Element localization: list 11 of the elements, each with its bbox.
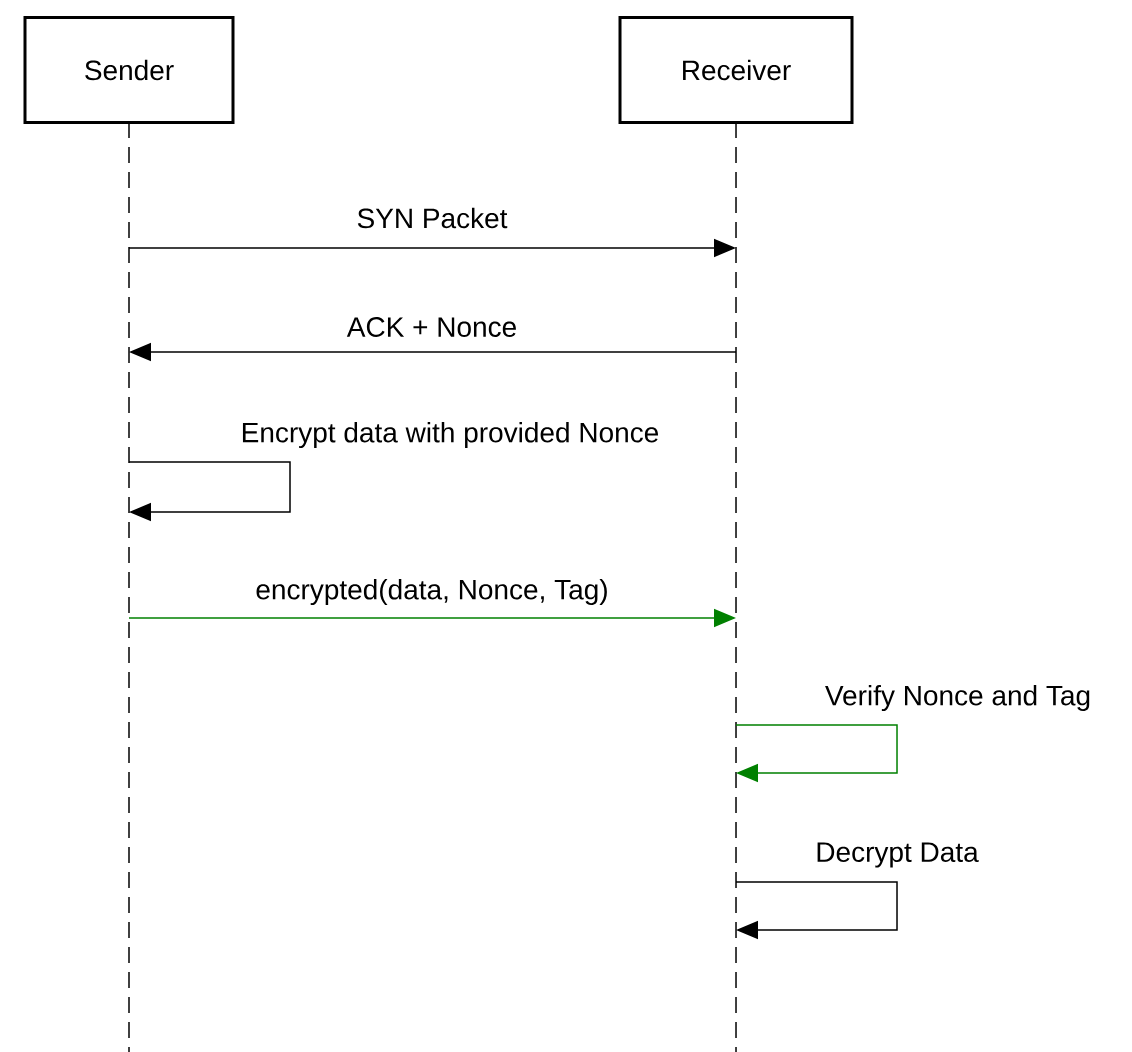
edge-label: Encrypt data with provided Nonce	[242, 421, 658, 449]
arrow	[735, 724, 898, 783]
participant-box: Sender	[23, 16, 235, 124]
participant-box: Receiver	[618, 16, 854, 124]
edge-label: Decrypt Data	[817, 842, 979, 868]
edge-label: Verify Nonce and Tag	[825, 684, 1090, 712]
edge-label: encrypted(data, Nonce, Tag)	[256, 578, 607, 606]
edge-label: ACK + Nonce	[346, 317, 516, 337]
edge-label: SYN Packet	[357, 207, 508, 229]
arrow	[735, 881, 898, 940]
arrow	[128, 461, 291, 522]
